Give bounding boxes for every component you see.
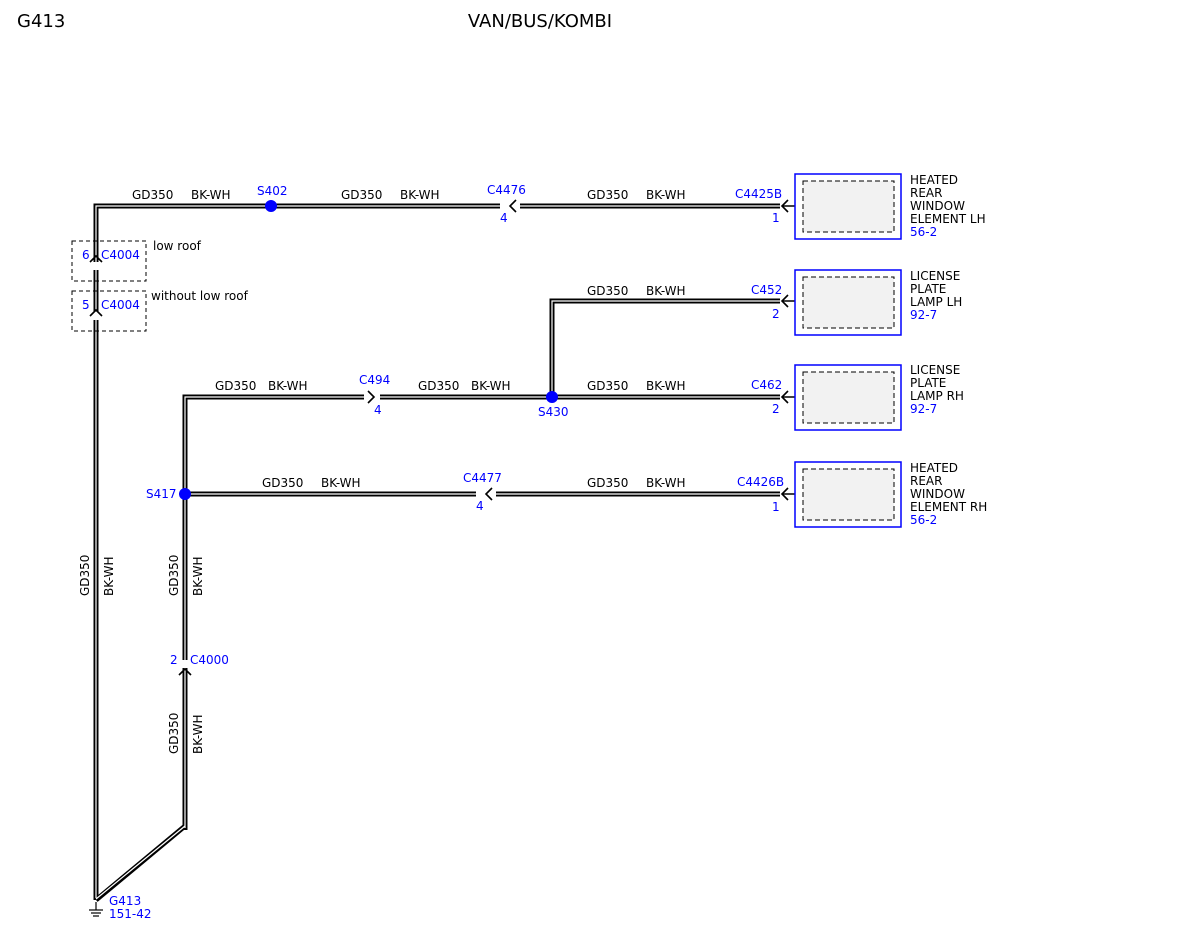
component-boxes <box>794 173 902 528</box>
wire-color-label: BK-WH <box>268 379 308 393</box>
wire-circuit-label: GD350 <box>215 379 256 393</box>
connector-pin: 2 <box>772 402 780 416</box>
connector-name: C4426B <box>737 475 784 489</box>
component-name-line: WINDOW <box>910 199 965 213</box>
chevron-icon <box>89 254 103 263</box>
wire-circuit-label: GD350 <box>587 379 628 393</box>
wire-s417-c494 <box>182 394 364 830</box>
chevron-icon <box>484 487 493 501</box>
connector-name: C4004 <box>101 298 140 312</box>
component-name-line: REAR <box>910 474 942 488</box>
connector-pin: 4 <box>500 211 508 225</box>
wires <box>90 203 780 902</box>
connector-name: C494 <box>359 373 390 387</box>
component-name-line: LAMP RH <box>910 389 964 403</box>
wire-circuit-label: GD350 <box>167 713 181 754</box>
connector-pin: 1 <box>772 500 780 514</box>
wire-color-label: BK-WH <box>400 188 440 202</box>
connector-stubs <box>782 205 802 495</box>
component-name-line: PLATE <box>910 376 946 390</box>
chevron-icon <box>508 199 517 213</box>
connector-name: C4000 <box>190 653 229 667</box>
wire-labels: GD350 BK-WH GD350 BK-WH GD350 BK-WH GD35… <box>132 188 686 490</box>
component-name-line: HEATED <box>910 461 958 475</box>
wire-color-label: BK-WH <box>321 476 361 490</box>
connector-pin: 2 <box>772 307 780 321</box>
connector-pin: 5 <box>82 298 90 312</box>
component-name-line: PLATE <box>910 282 946 296</box>
chevron-icon <box>89 308 103 317</box>
wire-color-label: BK-WH <box>102 556 116 596</box>
wire-left-trunk <box>93 203 500 900</box>
component-ref: 56-2 <box>910 513 937 527</box>
wire-color-label: BK-WH <box>646 284 686 298</box>
connector-pin: 1 <box>772 211 780 225</box>
wire-circuit-label: GD350 <box>418 379 459 393</box>
connector-pin: 4 <box>374 403 382 417</box>
chevron-icon <box>367 390 376 404</box>
connector-labels: C4476 4 C4425B 1 C452 2 C462 2 C494 4 C4… <box>82 183 784 667</box>
splice-s430 <box>546 391 558 403</box>
wire-circuit-label: GD350 <box>132 188 173 202</box>
c4004-low-roof-box <box>71 240 147 282</box>
wire-color-label: BK-WH <box>646 188 686 202</box>
component-labels: HEATED REAR WINDOW ELEMENT LH LICENSE PL… <box>910 173 987 514</box>
component-name-line: WINDOW <box>910 487 965 501</box>
connector-pin: 4 <box>476 499 484 513</box>
splice-label-s430: S430 <box>538 405 569 419</box>
connector-arrows <box>89 199 789 676</box>
connector-pin: 6 <box>82 248 90 262</box>
chevron-icon <box>178 667 192 676</box>
wire-circuit-label: GD350 <box>341 188 382 202</box>
component-name-line: HEATED <box>910 173 958 187</box>
option-note: without low roof <box>151 289 249 303</box>
component-name-line: LICENSE <box>910 363 960 377</box>
component-name-line: LAMP LH <box>910 295 962 309</box>
wire-circuit-label: GD350 <box>587 188 628 202</box>
wire-color-label: BK-WH <box>191 188 231 202</box>
connector-name: C4004 <box>101 248 140 262</box>
component-name-line: ELEMENT RH <box>910 500 987 514</box>
wire-circuit-label: GD350 <box>587 476 628 490</box>
connector-name: C462 <box>751 378 782 392</box>
component-ref: 92-7 <box>910 308 937 322</box>
wire-color-label: BK-WH <box>646 379 686 393</box>
ground-label: G413 <box>109 894 141 908</box>
wire-circuit-label: GD350 <box>262 476 303 490</box>
wire-circuit-label: GD350 <box>167 555 181 596</box>
connector-name: C4425B <box>735 187 782 201</box>
wire-circuit-label: GD350 <box>587 284 628 298</box>
wire-color-label: BK-WH <box>646 476 686 490</box>
wire-circuit-label: GD350 <box>78 555 92 596</box>
ground-ref: 151-42 <box>109 907 152 921</box>
splice-label-s417: S417 <box>146 487 177 501</box>
component-ref: 56-2 <box>910 225 937 239</box>
splice-label-s402: S402 <box>257 184 288 198</box>
wire-labels-vertical: GD350 BK-WH GD350 BK-WH GD350 BK-WH <box>78 555 205 754</box>
wire-color-label: BK-WH <box>471 379 511 393</box>
connector-name: C4477 <box>463 471 502 485</box>
component-name-line: ELEMENT LH <box>910 212 986 226</box>
ground-icon <box>89 902 103 917</box>
splice-s402 <box>265 200 277 212</box>
wire-color-label: BK-WH <box>191 556 205 596</box>
page-code: G413 <box>17 11 65 32</box>
connector-name: C4476 <box>487 183 526 197</box>
component-ref: 92-7 <box>910 402 937 416</box>
option-note: low roof <box>153 239 202 253</box>
component-name-line: LICENSE <box>910 269 960 283</box>
splice-s417 <box>179 488 191 500</box>
wire-color-label: BK-WH <box>191 714 205 754</box>
page-title: VAN/BUS/KOMBI <box>468 11 612 32</box>
connector-name: C452 <box>751 283 782 297</box>
component-name-line: REAR <box>910 186 942 200</box>
component-refs: 56-2 92-7 92-7 56-2 <box>910 225 937 527</box>
c4004-without-low-roof-box <box>71 290 147 332</box>
connector-pin: 2 <box>170 653 178 667</box>
